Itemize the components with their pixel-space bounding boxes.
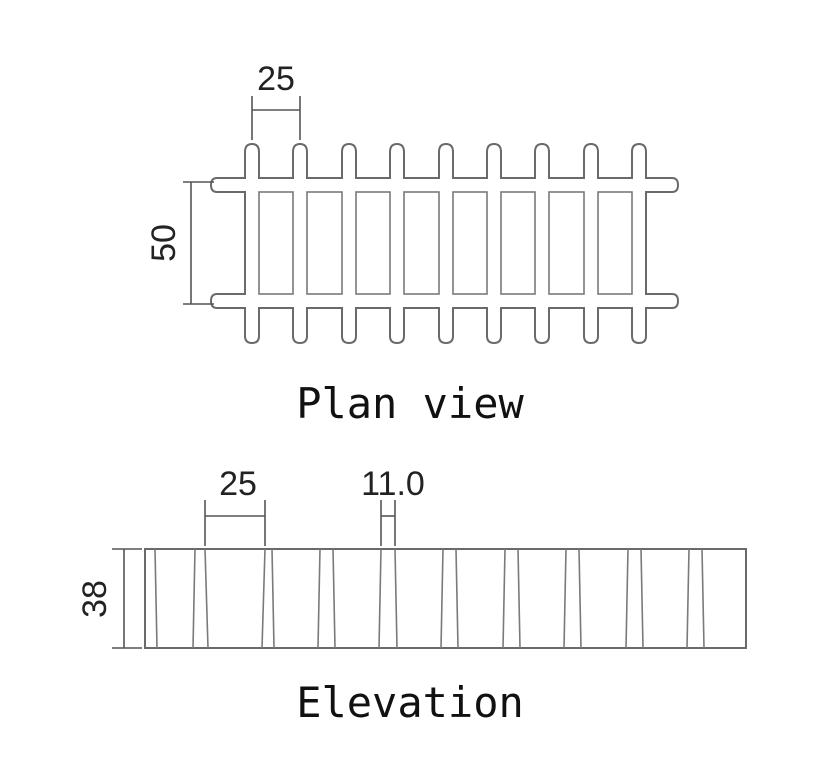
plan-opening	[258, 191, 294, 295]
plan-openings	[258, 191, 633, 295]
plan-view-caption: Plan view	[296, 379, 524, 428]
plan-width-label: 50	[145, 224, 183, 262]
plan-opening	[597, 191, 633, 295]
elevation-thickness-label: 11.0	[361, 465, 425, 503]
plan-grating-outline	[209, 142, 680, 345]
elevation-height-label: 38	[76, 580, 114, 618]
elevation-caption: Elevation	[296, 678, 524, 727]
plan-opening	[403, 191, 440, 295]
plan-pitch-dimension: 25	[251, 60, 301, 140]
plan-width-dimension: 50	[145, 181, 214, 305]
plan-opening	[355, 191, 391, 295]
elevation-outline	[144, 548, 747, 649]
elevation-height-dimension: 38	[76, 548, 142, 649]
plan-view: 25 50 Plan view	[145, 60, 680, 428]
plan-pitch-label: 25	[257, 60, 295, 98]
plan-opening	[548, 191, 585, 295]
elevation-bars	[154, 548, 705, 649]
elevation-view: 25 11.0 38 Elevation	[76, 465, 747, 727]
plan-opening	[500, 191, 536, 295]
elevation-thickness-dimension: 11.0	[361, 465, 425, 546]
elevation-pitch-dimension: 25	[204, 465, 266, 546]
plan-opening	[452, 191, 488, 295]
plan-opening	[306, 191, 343, 295]
elevation-pitch-label: 25	[219, 465, 257, 503]
